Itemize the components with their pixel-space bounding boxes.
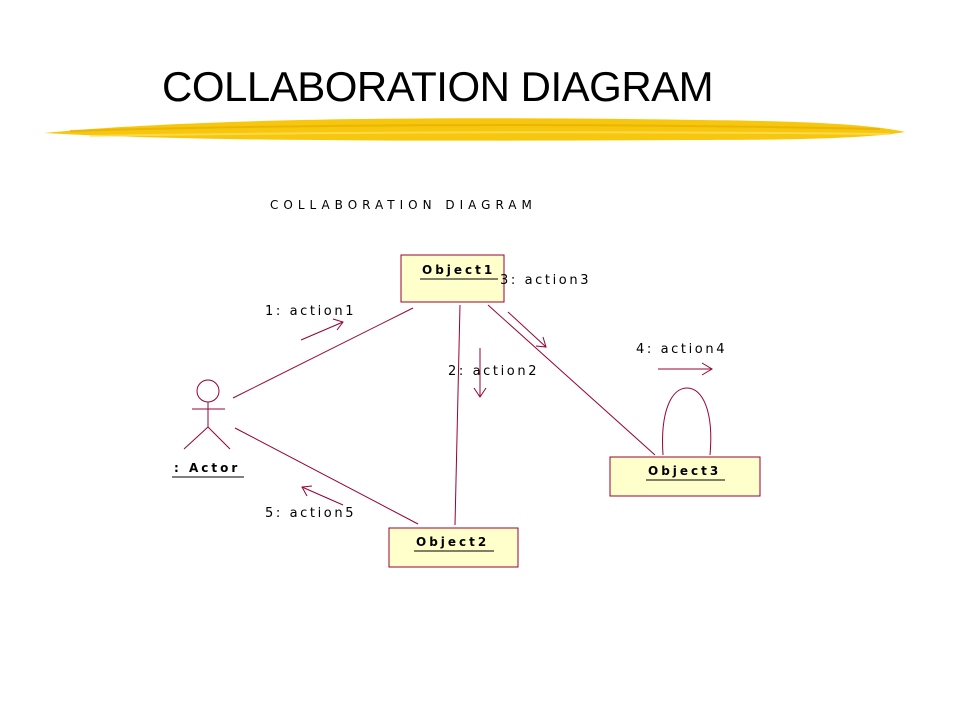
message-arrow-5 <box>301 485 344 506</box>
diagram-title: COLLABORATION DIAGRAM <box>270 198 537 212</box>
slide-title: COLLABORATION DIAGRAM <box>162 63 714 110</box>
message-arrow-2 <box>473 348 487 398</box>
message-label-1: 1: action1 <box>265 304 356 319</box>
object2-box: Object2 <box>388 527 519 568</box>
message-arrow-4 <box>658 362 713 376</box>
object1-label: Object1 <box>422 263 495 277</box>
message-label-2: 2: action2 <box>448 364 539 379</box>
self-link-object3 <box>662 387 712 456</box>
link-object1-object2 <box>454 304 461 526</box>
message-arrow-1 <box>300 318 344 341</box>
link-actor-object2 <box>234 427 419 525</box>
actor-label: : Actor <box>174 461 240 475</box>
message-label-3: 3: action3 <box>500 273 591 288</box>
link-object1-object3 <box>487 304 656 456</box>
message-label-4: 4: action4 <box>636 342 727 357</box>
object3-box: Object3 <box>609 456 761 497</box>
object1-box: Object1 <box>400 254 505 303</box>
message-label-5: 5: action5 <box>265 506 356 521</box>
object3-label: Object3 <box>648 464 721 478</box>
object2-label: Object2 <box>416 535 489 549</box>
link-actor-object1 <box>232 307 414 399</box>
actor-stick-figure <box>183 379 231 450</box>
message-arrow-3 <box>507 311 547 348</box>
